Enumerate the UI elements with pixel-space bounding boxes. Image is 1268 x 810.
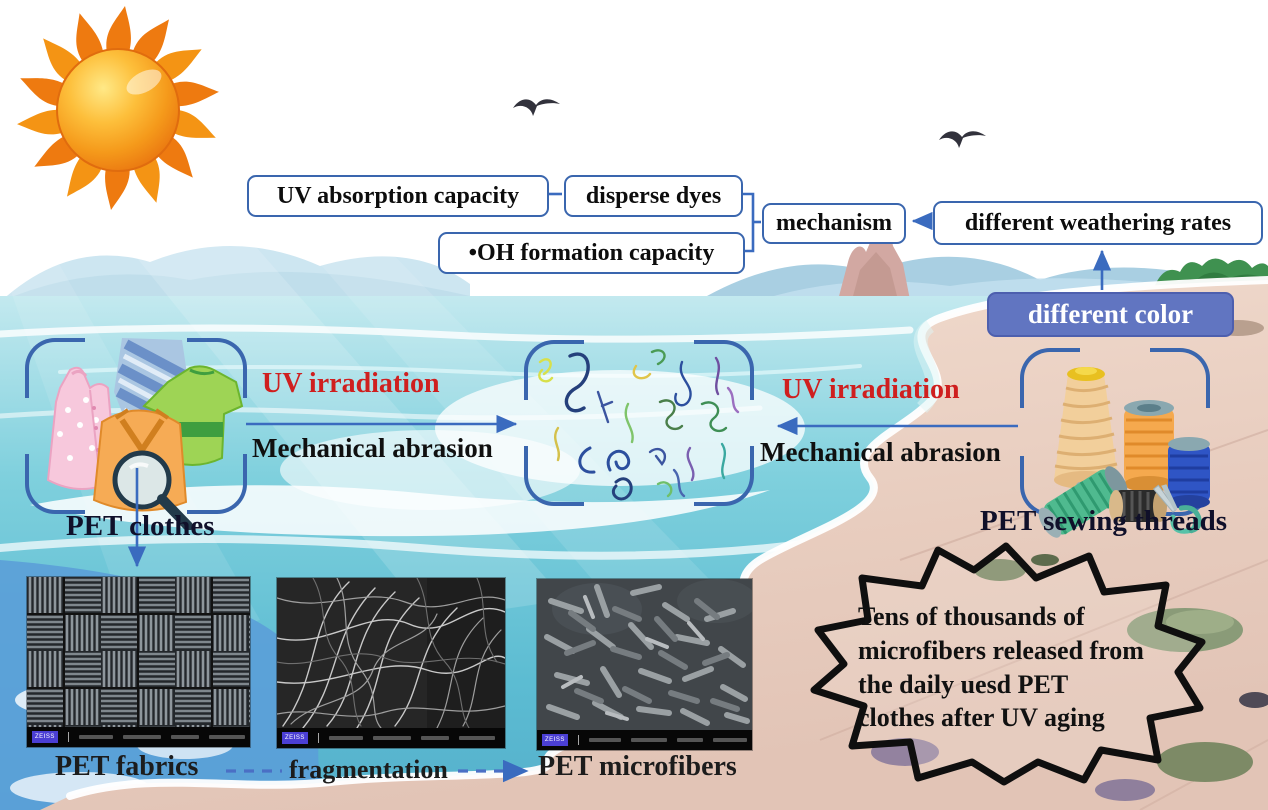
microfibers-frame — [524, 340, 754, 506]
box-disperse-dyes: disperse dyes — [564, 175, 743, 217]
sem-pet-microfibers: ZEISS — [537, 579, 752, 750]
black-spool — [1109, 490, 1167, 522]
sem-footer: ZEISS — [27, 727, 250, 747]
uv-irradiation-left-label: UV irradiation — [262, 368, 440, 399]
burst-message: Tens of thousands of microfibers release… — [858, 600, 1144, 735]
box-uv-absorption-capacity: UV absorption capacity — [247, 175, 549, 217]
burst-line: Tens of thousands of — [858, 602, 1085, 631]
thread-spools-illustration — [1038, 367, 1210, 538]
sem-footer: ZEISS — [277, 728, 505, 748]
zeiss-watermark: ZEISS — [32, 731, 58, 743]
sem-fiber-texture — [277, 578, 505, 728]
box-mechanism: mechanism — [762, 203, 906, 244]
pet-microfibers-label: PET microfibers — [538, 751, 737, 782]
clothes-illustration — [46, 338, 244, 530]
box-oh-formation-capacity: •OH formation capacity — [438, 232, 745, 274]
pet-fabrics-label: PET fabrics — [55, 751, 199, 782]
sem-pet-fabrics: ZEISS — [27, 577, 250, 747]
zeiss-watermark: ZEISS — [542, 734, 568, 746]
pet-clothes-frame — [25, 338, 247, 514]
blue-spool — [1168, 437, 1210, 509]
microfiber-squiggles — [538, 349, 740, 501]
thread-snips-icon — [1152, 484, 1202, 534]
burst-line: clothes after UV aging — [858, 703, 1105, 733]
orange-spool — [1124, 400, 1174, 492]
mechanical-abrasion-right-label: Mechanical abrasion — [760, 437, 1001, 467]
uv-irradiation-right-label: UV irradiation — [782, 374, 960, 405]
zeiss-watermark: ZEISS — [282, 732, 308, 744]
magnifier-icon — [112, 450, 193, 530]
sem-weave-texture — [27, 577, 250, 727]
box-different-weathering-rates: different weathering rates — [933, 201, 1263, 245]
fragmentation-label: fragmentation — [289, 755, 448, 784]
pet-clothes-label: PET clothes — [66, 510, 215, 542]
pet-sewing-threads-label: PET sewing threads — [980, 505, 1228, 537]
burst-line: microfibers released from — [858, 635, 1144, 665]
mechanical-abrasion-left-label: Mechanical abrasion — [252, 433, 493, 463]
burst-line: the daily uesd PET — [858, 669, 1069, 699]
starburst-callout — [810, 542, 1206, 786]
seagull-icon — [939, 131, 986, 148]
sem-rod-texture — [537, 579, 752, 730]
sun-icon — [15, 6, 221, 210]
sem-loose-fibers: ZEISS — [277, 578, 505, 748]
seagull-icon — [513, 99, 560, 116]
sem-footer: ZEISS — [537, 730, 752, 750]
box-different-color: different color — [987, 292, 1234, 337]
green-spool — [1038, 466, 1128, 538]
